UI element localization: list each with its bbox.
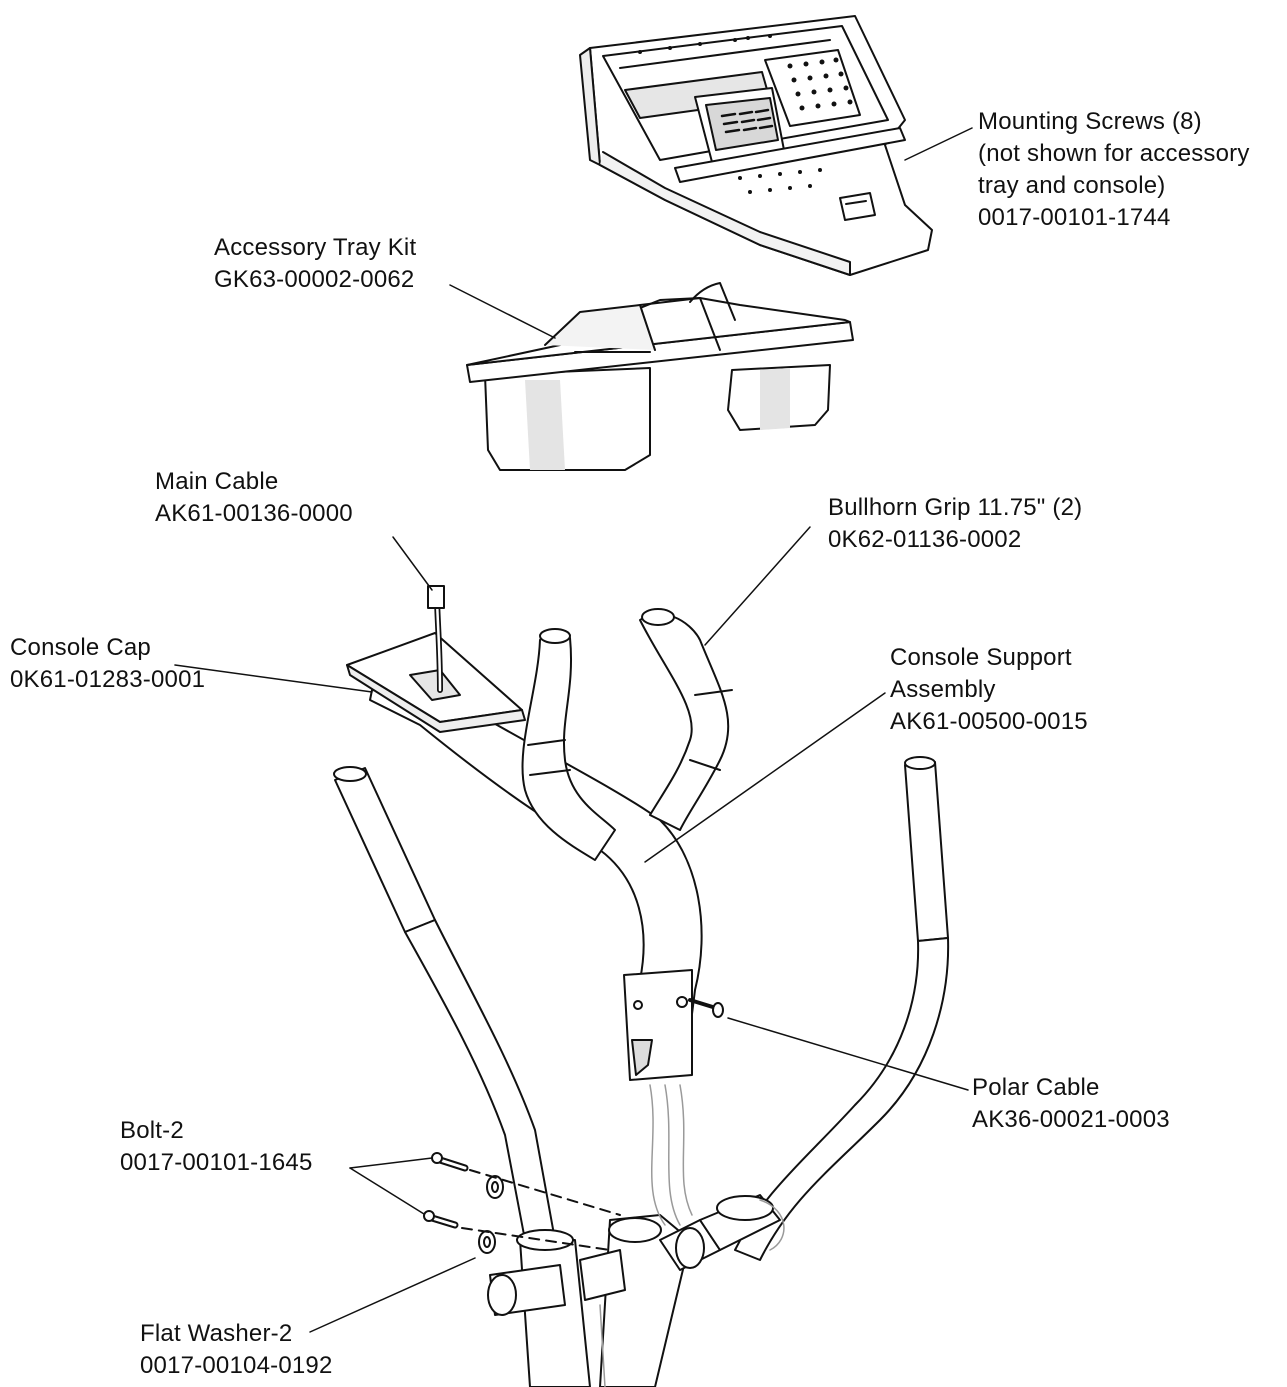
polar-cable-part-number: AK36-00021-0003 <box>972 1106 1170 1133</box>
accessory-tray-part <box>466 282 854 471</box>
main-cable-part-number: AK61-00136-0000 <box>155 500 353 527</box>
console-support-part <box>369 608 733 1081</box>
console-cap-part <box>346 632 526 733</box>
accessory-tray-label: Accessory Tray Kit GK63-00002-0062 <box>214 232 416 296</box>
flat-washer-name: Flat Washer-2 <box>140 1320 293 1347</box>
bullhorn-grip-name: Bullhorn Grip 11.75" (2) <box>828 494 1083 521</box>
bolt-name: Bolt-2 <box>120 1117 184 1144</box>
mounting-screws-part-number: 0017-00101-1744 <box>978 204 1171 231</box>
console-support-part-number: AK61-00500-0015 <box>890 708 1088 735</box>
faint-tubes <box>599 1084 785 1387</box>
console-part <box>579 15 933 276</box>
polar-cable-name: Polar Cable <box>972 1074 1100 1101</box>
leader-lines <box>174 127 973 1333</box>
console-support-label: Console Support Assembly AK61-00500-0015 <box>890 642 1088 738</box>
flat-washer-label: Flat Washer-2 0017-00104-0192 <box>140 1318 333 1382</box>
frame-part <box>333 756 950 1387</box>
bolts-and-washers <box>423 1152 621 1254</box>
main-cable-part <box>427 585 445 693</box>
console-cap-name: Console Cap <box>10 634 151 661</box>
flat-washer-part-number: 0017-00104-0192 <box>140 1352 333 1379</box>
accessory-tray-part-number: GK63-00002-0062 <box>214 266 415 293</box>
console-cap-part-number: 0K61-01283-0001 <box>10 666 206 693</box>
bolt-label: Bolt-2 0017-00101-1645 <box>120 1115 313 1179</box>
bullhorn-grip-part-number: 0K62-01136-0002 <box>828 526 1022 553</box>
bolt-part-number: 0017-00101-1645 <box>120 1149 313 1176</box>
accessory-tray-name: Accessory Tray Kit <box>214 234 417 261</box>
mounting-screws-label: Mounting Screws (8) (not shown for acces… <box>978 106 1250 234</box>
bullhorn-grip-label: Bullhorn Grip 11.75" (2) 0K62-01136-0002 <box>828 492 1082 556</box>
console-cap-label: Console Cap 0K61-01283-0001 <box>10 632 205 696</box>
mounting-screws-name: Mounting Screws (8) <box>978 108 1202 135</box>
console-support-name-2: Assembly <box>890 676 996 703</box>
main-cable-label: Main Cable AK61-00136-0000 <box>155 466 353 530</box>
main-cable-name: Main Cable <box>155 468 279 495</box>
polar-cable-label: Polar Cable AK36-00021-0003 <box>972 1072 1170 1136</box>
console-support-name-1: Console Support <box>890 644 1072 671</box>
mounting-screws-note-2: tray and console) <box>978 172 1166 199</box>
mounting-screws-note-1: (not shown for accessory <box>978 140 1250 167</box>
